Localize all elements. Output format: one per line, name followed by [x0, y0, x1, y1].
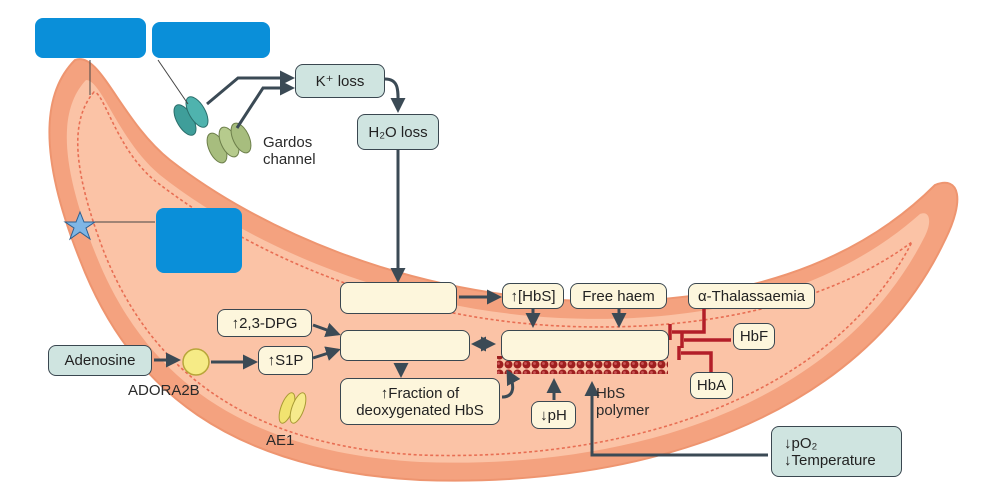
s1p-box: ↑S1P — [258, 346, 313, 375]
hba-label: HbA — [696, 377, 727, 394]
s1p-label: ↑S1P — [267, 352, 304, 369]
fraction-deoxy-label: ↑Fraction of deoxygenated HbS — [356, 384, 484, 419]
blank-box-upper — [340, 282, 457, 314]
star-receptor-icon — [63, 210, 97, 241]
po2-temperature-label: ↓pO₂ ↓Temperature — [784, 434, 876, 469]
h2o-loss-label: H₂O loss — [368, 123, 428, 141]
dpg-label: ↑2,3-DPG — [231, 314, 298, 332]
h2o-loss-box: H₂O loss — [357, 114, 439, 150]
gardos-channel-label: Gardos channel — [263, 134, 316, 168]
dpg-box: ↑2,3-DPG — [217, 309, 312, 337]
ph-box: ↓pH — [531, 401, 576, 429]
hbs-polymer-label: HbS polymer — [596, 385, 650, 419]
hbf-box: HbF — [733, 323, 775, 350]
adora2b-receptor-icon — [182, 348, 210, 376]
blank-box-middle — [340, 330, 470, 361]
membrane-inner-wave — [76, 91, 913, 457]
hbs-concentration-label: ↑[HbS] — [510, 287, 556, 305]
alpha-thalassaemia-label: α-Thalassaemia — [697, 287, 806, 305]
adenosine-label: Adenosine — [64, 352, 136, 369]
ae1-label: AE1 — [266, 432, 295, 449]
ph-label: ↓pH — [540, 406, 567, 424]
alpha-thalassaemia-box: α-Thalassaemia — [688, 283, 815, 309]
hbs-concentration-box: ↑[HbS] — [502, 283, 564, 309]
k-loss-box: K⁺ loss — [295, 64, 385, 98]
hba-box: HbA — [690, 372, 733, 399]
hbf-label: HbF — [739, 328, 769, 345]
ion-channel-icon — [173, 96, 209, 136]
fraction-deoxy-box: ↑Fraction of deoxygenated HbS — [340, 378, 500, 425]
adora2b-label: ADORA2B — [128, 382, 200, 399]
adenosine-box: Adenosine — [48, 345, 152, 376]
po2-temperature-box: ↓pO₂ ↓Temperature — [771, 426, 902, 477]
redacted-label-1 — [35, 18, 146, 58]
hbs-polymerization-box — [501, 330, 669, 361]
gardos-channel-icon — [206, 122, 252, 164]
free-haem-box: Free haem — [570, 283, 667, 309]
free-haem-label: Free haem — [582, 287, 655, 305]
k-loss-label: K⁺ loss — [315, 72, 365, 90]
redacted-label-2 — [152, 22, 270, 58]
ae1-channel-icon — [278, 392, 307, 424]
redacted-label-3 — [156, 208, 242, 273]
